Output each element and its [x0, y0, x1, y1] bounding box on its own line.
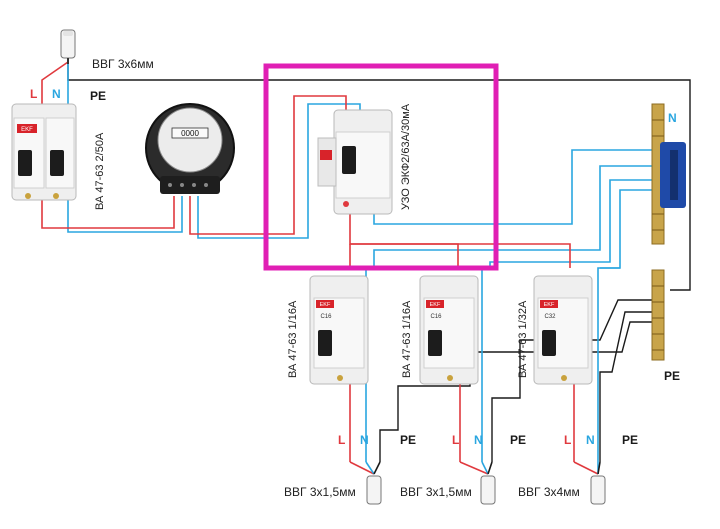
out-2-l-label: L — [452, 433, 459, 447]
n-bus-label: N — [668, 111, 677, 125]
main-breaker-label: ВА 47-63 2/50А — [94, 132, 106, 210]
input-pe-label: PE — [90, 89, 106, 103]
out-2-n-label: N — [474, 433, 483, 447]
breaker-3-brand: EKF — [544, 302, 555, 308]
breaker-2-face: C16 — [430, 314, 442, 320]
input-n-label: N — [52, 87, 61, 101]
breaker-3-face: C32 — [544, 314, 556, 320]
out-1-n-label: N — [360, 433, 369, 447]
main-breaker: EKF — [11, 103, 77, 201]
output-cable-3-label: ВВГ 3х4мм — [518, 485, 580, 499]
meter-display: 0000 — [181, 129, 199, 138]
branch-breaker-2: EKF C16 — [419, 275, 479, 385]
breaker-2-brand: EKF — [430, 302, 441, 308]
out-3-n-label: N — [586, 433, 595, 447]
out-2-pe-label: PE — [510, 433, 526, 447]
neutral-busbar — [651, 103, 686, 245]
out-3-pe-label: PE — [622, 433, 638, 447]
ground-busbar — [651, 269, 665, 361]
pe-bus-label: PE — [664, 369, 680, 383]
breaker-3-label: ВА 47-63 1/32А — [517, 300, 529, 378]
output-cable-3 — [573, 461, 606, 505]
output-cable-2-label: ВВГ 3х1,5мм — [400, 485, 472, 499]
input-cable-label: ВВГ 3х6мм — [92, 57, 154, 71]
out-1-pe-label: PE — [400, 433, 416, 447]
output-cable-2 — [459, 461, 496, 505]
breaker-1-brand: EKF — [320, 302, 331, 308]
rcd-highlight-frame — [263, 63, 499, 271]
electricity-meter: 0000 — [145, 103, 235, 194]
rcd-device — [317, 109, 393, 215]
input-cable — [60, 29, 76, 64]
rcd-label: УЗО ЭКФ2/63А/30мА — [400, 103, 412, 210]
branch-breaker-1: EKF C16 — [309, 275, 369, 385]
output-cable-1 — [349, 461, 382, 505]
phase-wires — [41, 61, 575, 462]
main-breaker-brand: EKF — [21, 127, 33, 133]
breaker-2-label: ВА 47-63 1/16А — [401, 300, 413, 378]
out-1-l-label: L — [338, 433, 345, 447]
out-3-l-label: L — [564, 433, 571, 447]
branch-breaker-3: EKF C32 — [533, 275, 593, 385]
breaker-1-face: C16 — [320, 314, 332, 320]
breaker-1-label: ВА 47-63 1/16А — [287, 300, 299, 378]
output-cable-1-label: ВВГ 3х1,5мм — [284, 485, 356, 499]
input-l-label: L — [30, 87, 37, 101]
